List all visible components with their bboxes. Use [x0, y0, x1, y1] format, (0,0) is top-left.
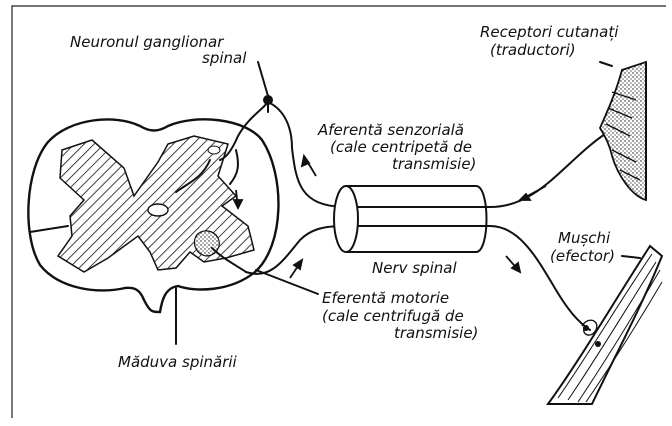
- afferent-label-line1: Aferentă senzorială: [318, 122, 464, 139]
- efferent-label-line2: (cale centrifugă de: [322, 308, 464, 325]
- afferent-label-line3: transmisie): [392, 156, 476, 173]
- afferent-fiber-out: [268, 102, 292, 148]
- muscle-label-leader: [622, 256, 640, 258]
- ganglion-cell-body: [263, 95, 273, 105]
- neuron-label-leader: [258, 62, 268, 96]
- muscle-label-line1: Mușchi: [558, 230, 610, 247]
- afferent-label-line2: (cale centripetă de: [330, 139, 472, 156]
- neuron-label-line2: spinal: [202, 50, 246, 67]
- muscle-label-line2: (efector): [550, 248, 615, 265]
- efferent-label-line3: transmisie): [394, 325, 478, 342]
- receptor-label-line2: (traductori): [490, 42, 576, 59]
- receptor-label-leader: [600, 62, 612, 66]
- nerve-label: Nerv spinal: [372, 260, 457, 277]
- efferent-label-line1: Eferentă motorie: [322, 290, 449, 307]
- neuron-label-line1: Neuronul ganglionar: [70, 34, 223, 51]
- gray-matter-spot: [208, 146, 220, 154]
- muscle-effector: [548, 246, 662, 404]
- central-canal: [148, 204, 168, 216]
- receptor-label-line1: Receptori cutanați: [480, 24, 618, 41]
- efferent-label-leader: [256, 270, 318, 294]
- cord-label: Măduva spinării: [118, 354, 237, 371]
- spinal-cord-section: [28, 119, 278, 312]
- skin-receptors: [600, 62, 646, 200]
- spinal-nerve-cylinder: [334, 186, 487, 252]
